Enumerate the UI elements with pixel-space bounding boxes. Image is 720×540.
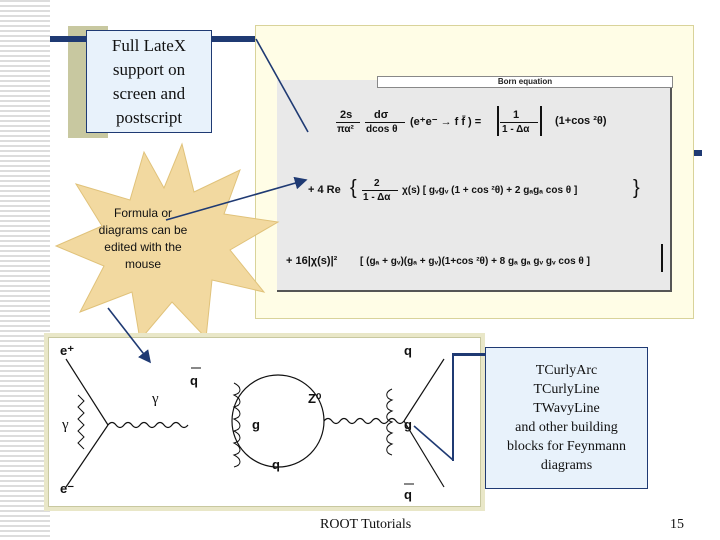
label-e-minus: e⁻ [60, 481, 74, 496]
label-gamma-mid: γ [151, 391, 159, 407]
right-gluon-curly [386, 388, 394, 456]
z0-propagator-wavy [323, 417, 405, 425]
feynman-panel [48, 337, 481, 507]
page-number: 15 [670, 517, 684, 532]
label-g-right: g [404, 417, 412, 432]
latex-support-callout: Full LateX support on screen and postscr… [86, 30, 212, 133]
formula-2s: 2s [340, 109, 353, 121]
loop-gluon-curly [232, 382, 241, 468]
callout-line: blocks for Feynmann [507, 439, 626, 454]
arrow-star-to-formula [165, 176, 308, 221]
label-qbar-top: q [190, 373, 198, 388]
frac-bar-2 [365, 122, 405, 123]
formula-dcos: dcos θ [366, 124, 398, 135]
formula-pi-alpha: πα² [337, 124, 354, 135]
formula-1-dalpha-2: 1 - Δα [363, 192, 391, 203]
label-gamma-left: γ [61, 417, 69, 433]
label-qbar-right: q [404, 487, 412, 502]
born-equation-header: Born equation [377, 76, 673, 88]
formula-16chi: + 16|χ(s)|² [286, 255, 338, 267]
e-minus-line [65, 424, 109, 488]
q-out-line [403, 358, 445, 422]
formula-two: 2 [374, 178, 380, 189]
latex-support-text: Full LateX support on screen and postscr… [111, 35, 187, 127]
footer-title: ROOT Tutorials [320, 517, 412, 532]
abs-bar-left [497, 106, 499, 136]
abs-bar-right [540, 106, 542, 136]
edit-with-mouse-text: Formula or diagrams can be edited with t… [98, 206, 188, 271]
frac-bar-1 [336, 122, 360, 123]
frac-bar-4 [362, 190, 398, 191]
formula-4re: + 4 Re [308, 184, 341, 196]
left-stripe-decoration [0, 0, 50, 540]
callout-line: TCurlyLine [533, 382, 600, 397]
gamma-propagator-wavy [107, 421, 189, 429]
formula-chi-line: χ(s) [ gᵥgᵥ (1 + cos ²θ) + 2 gₐgₐ cos θ … [402, 185, 578, 196]
tcurly-accent-bar [452, 353, 485, 356]
frac-bar-3 [500, 122, 538, 123]
formula-canvas[interactable] [277, 80, 672, 292]
connector-title-to-formula [255, 38, 309, 133]
tcurly-accent-line [452, 353, 454, 461]
callout-line: and other building [515, 420, 618, 435]
e-plus-line [65, 358, 109, 426]
label-q-right-top: q [404, 343, 412, 358]
label-z0: Z⁰ [308, 391, 322, 406]
brace-left: { [350, 177, 357, 199]
formula-dsigma: dσ [374, 109, 389, 121]
right-accent-bar [694, 150, 702, 156]
callout-line: diagrams [540, 458, 593, 473]
formula-coupling-line: [ (gₐ + gᵥ)(gₐ + gᵥ)(1+cos ²θ) + 8 gₐ gₐ… [360, 256, 590, 267]
left-gamma-wavy [77, 394, 85, 450]
feynman-diagram[interactable]: e⁺ e⁻ γ γ q g q Z⁰ q g q [48, 337, 481, 507]
formula-ee-ff: (e⁺e⁻ → f f̄ ) = [410, 116, 482, 128]
formula-one: 1 [513, 109, 520, 121]
feynman-classes-callout: TCurlyArc TCurlyLine TWavyLine and other… [485, 347, 648, 489]
arrow-star-to-feynman [107, 307, 151, 364]
qbar-out-line [403, 420, 445, 488]
formula-1pluscos: (1+cos ²θ) [555, 115, 607, 127]
label-q-bottom: q [272, 457, 280, 472]
connector-tcurly-to-diagram [413, 425, 454, 461]
formula-1-dalpha: 1 - Δα [502, 124, 530, 135]
label-e-plus: e⁺ [60, 343, 74, 358]
label-g-left: g [252, 417, 260, 432]
brace-right: } [633, 177, 640, 199]
formula-end-bar [661, 244, 663, 272]
callout-line: TCurlyArc [535, 363, 598, 378]
callout-line: TWavyLine [533, 401, 600, 416]
